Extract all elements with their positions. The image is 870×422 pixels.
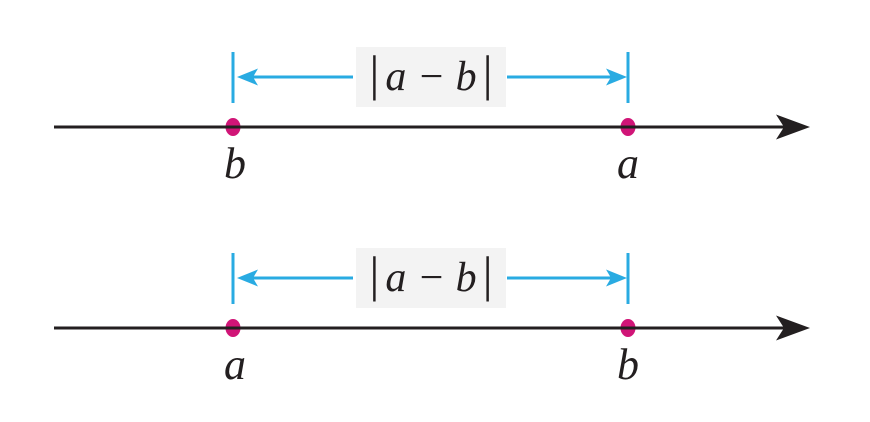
point-label-left: b [224, 139, 246, 188]
measure-arrowhead-right-icon [606, 68, 627, 86]
distance-label-box [356, 248, 506, 308]
distance-expression-open-bar: | [369, 45, 379, 101]
measure-arrowhead-left-icon [237, 269, 258, 287]
point-label-right: b [617, 340, 639, 389]
measure-arrowhead-right-icon [606, 269, 627, 287]
point-label-left: a [224, 340, 246, 389]
distance-expression-body: a − b [385, 54, 476, 100]
measure-arrowhead-left-icon [237, 68, 258, 86]
number-line-diagram-bottom: |a − b| a b [54, 246, 810, 389]
number-line-diagram-top: |a − b| b a [54, 45, 810, 188]
distance-expression-close-bar: | [483, 45, 493, 101]
distance-label-box [356, 47, 506, 107]
axis-arrowhead-icon [776, 114, 810, 140]
point-label-right: a [617, 139, 639, 188]
axis-arrowhead-icon [776, 315, 810, 341]
distance-expression: |a − b| [369, 246, 492, 302]
distance-expression-body: a − b [385, 255, 476, 301]
distance-expression: |a − b| [369, 45, 492, 101]
distance-expression-close-bar: | [483, 246, 493, 302]
distance-expression-open-bar: | [369, 246, 379, 302]
